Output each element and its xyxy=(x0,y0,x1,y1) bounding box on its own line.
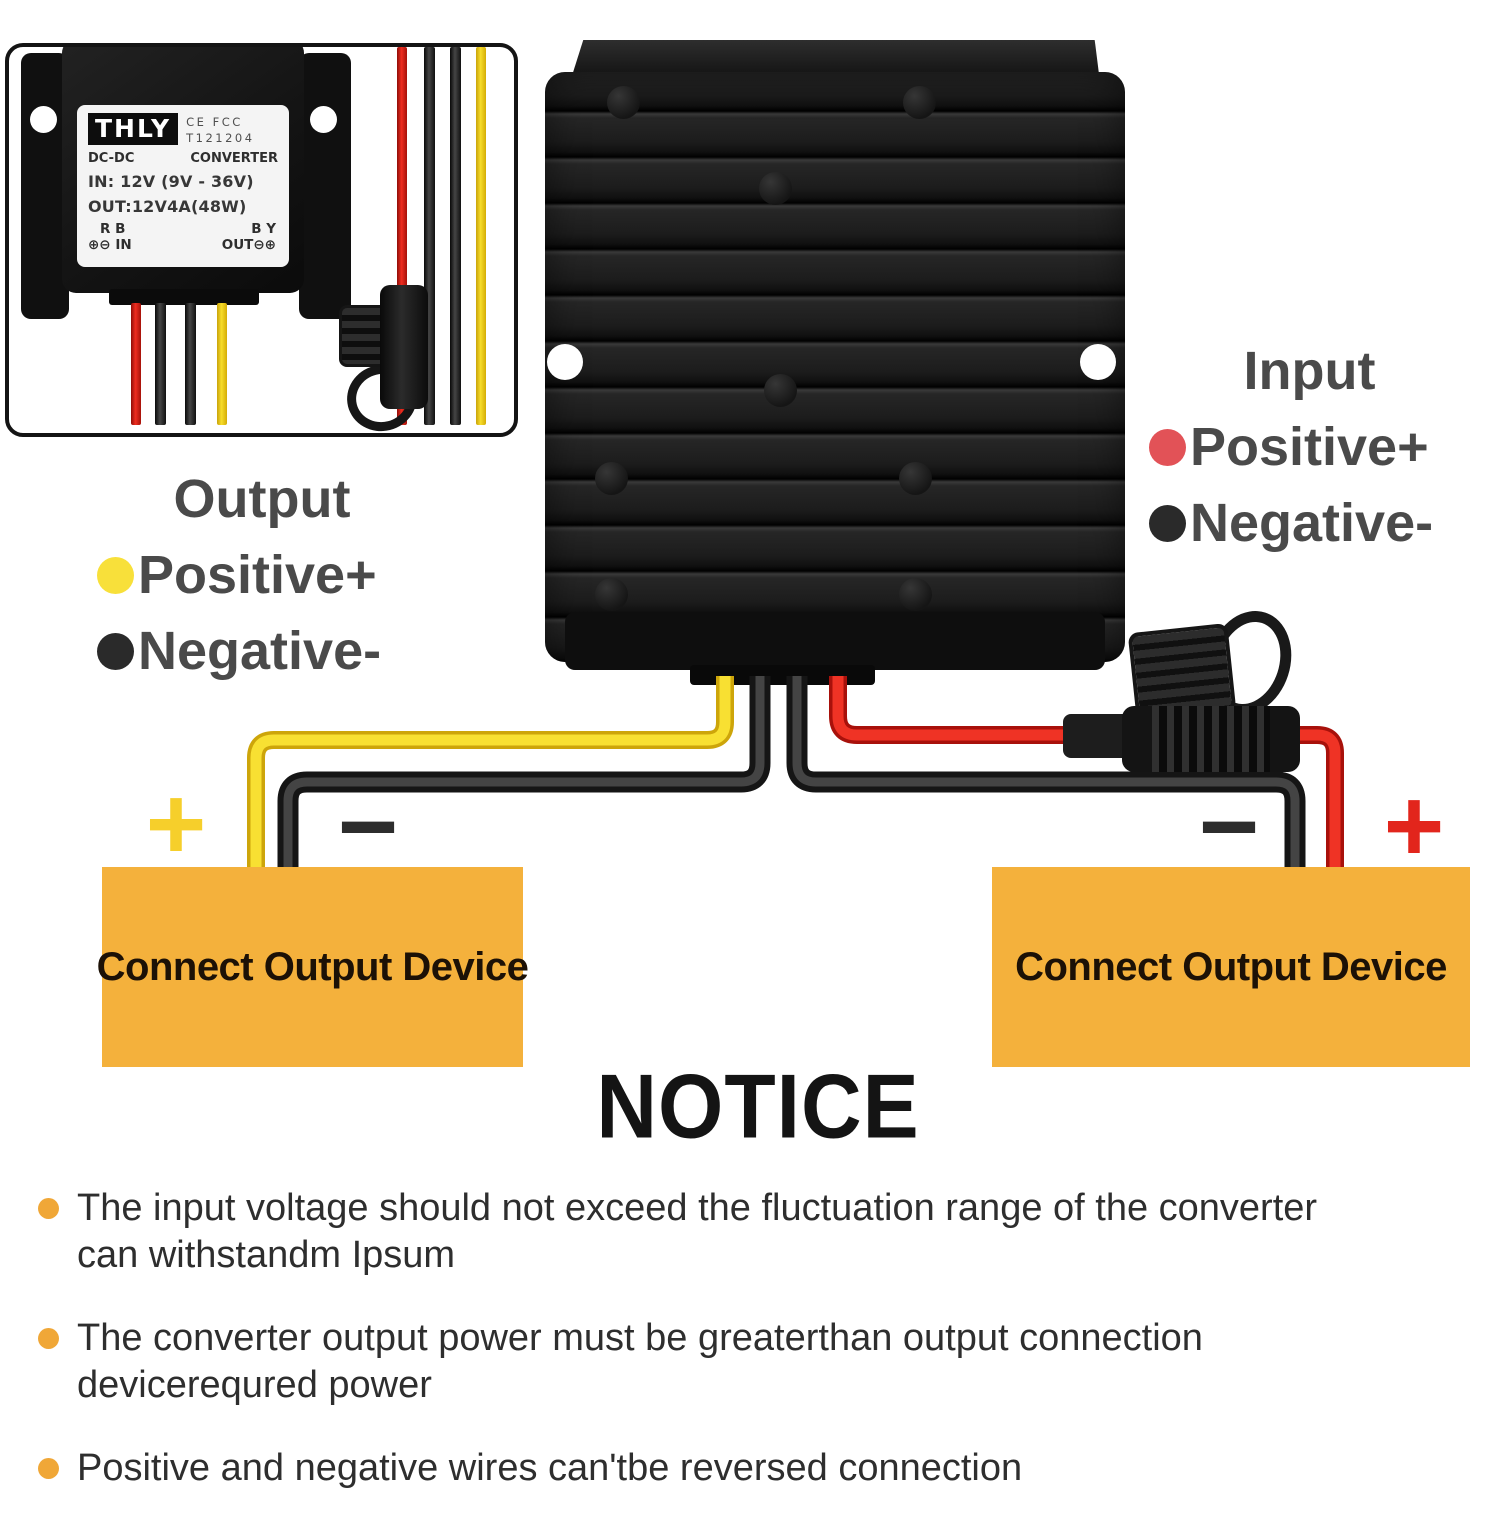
legend-item-output-positive: Positive+ xyxy=(97,544,427,606)
fuse-holder-ribs xyxy=(1152,706,1270,772)
bullet-dot-icon xyxy=(38,1328,59,1349)
mounting-hole-left xyxy=(547,344,583,380)
bullet-dot-icon xyxy=(38,1198,59,1219)
legend-item-input-negative: Negative- xyxy=(1149,492,1470,554)
black-dot-icon xyxy=(1149,504,1186,542)
input-plus-mark: + xyxy=(1383,768,1445,884)
output-polarity: OUT⊖⊕ xyxy=(221,237,276,254)
output-legend: Output Positive+ Negative- xyxy=(85,468,427,682)
device-type-right: CONVERTER xyxy=(190,151,278,167)
converter-photo-inset: THLY CE FCC T121204 DC-DC CONVERTER IN: … xyxy=(5,43,518,437)
inset-device-left-flange xyxy=(21,53,69,319)
screw xyxy=(903,86,936,119)
screw xyxy=(764,374,797,407)
input-minus-mark: − xyxy=(1198,769,1260,885)
output-pin-colors: B Y xyxy=(251,221,276,238)
screw xyxy=(899,462,932,495)
inset-vertical-red-wire xyxy=(397,47,407,425)
inset-device-right-flange xyxy=(299,53,351,319)
converter-bottom-cap xyxy=(565,612,1105,670)
input-legend: Input Positive+ Negative- xyxy=(1125,340,1470,554)
inset-black-wire-1 xyxy=(155,303,166,425)
mounting-hole-right xyxy=(1080,344,1116,380)
bullet-dot-icon xyxy=(38,1458,59,1479)
output-spec: OUT:12V4A(48W) xyxy=(88,197,247,217)
converter-unit xyxy=(545,40,1125,685)
output-plus-mark: + xyxy=(145,766,207,882)
input-spec: IN: 12V (9V - 36V) xyxy=(88,172,254,192)
device-type-left: DC-DC xyxy=(88,151,135,167)
screw xyxy=(759,172,792,205)
inset-spec-label: THLY CE FCC T121204 DC-DC CONVERTER IN: … xyxy=(77,105,289,267)
screw xyxy=(595,462,628,495)
converter-wire-gland xyxy=(690,665,875,685)
connect-output-device-box-right: Connect Output Device xyxy=(992,867,1470,1067)
inset-yellow-wire xyxy=(217,303,227,425)
screw xyxy=(607,86,640,119)
inset-red-wire xyxy=(131,303,141,425)
certification-text: CE FCC T121204 xyxy=(186,115,255,145)
red-dot-icon xyxy=(1149,428,1186,466)
notice-item: The converter output power must be great… xyxy=(38,1315,1478,1409)
inset-fuse-holder xyxy=(380,285,428,409)
inset-mounting-hole-left xyxy=(30,106,57,133)
screw xyxy=(899,578,932,611)
output-legend-title: Output xyxy=(173,469,351,529)
notice-item: Positive and negative wires can'tbe reve… xyxy=(38,1445,1478,1492)
yellow-dot-icon xyxy=(97,556,134,594)
black-dot-icon xyxy=(97,632,134,670)
inset-mounting-hole-right xyxy=(310,106,337,133)
notice-title: NOTICE xyxy=(596,1055,920,1157)
input-pin-colors: R B xyxy=(100,221,126,238)
notice-list: The input voltage should not exceed the … xyxy=(38,1185,1478,1492)
screw xyxy=(595,578,628,611)
input-legend-title: Input xyxy=(1243,341,1376,401)
output-positive-wire xyxy=(247,676,734,870)
inset-vertical-yellow-wire xyxy=(476,47,486,425)
inset-vertical-black-wire-2 xyxy=(450,47,461,425)
legend-item-output-negative: Negative- xyxy=(97,620,427,682)
notice-section: NOTICE The input voltage should not exce… xyxy=(38,1055,1478,1528)
output-positive-wire-highlight xyxy=(250,676,731,870)
inset-wire-gland xyxy=(109,289,259,305)
fuse-wire-sleeve xyxy=(1063,714,1133,758)
converter-heatsink-body xyxy=(545,72,1125,662)
brand-logo: THLY xyxy=(88,113,179,145)
notice-item: The input voltage should not exceed the … xyxy=(38,1185,1478,1279)
connect-output-device-box-left: Connect Output Device xyxy=(97,867,529,1067)
legend-item-input-positive: Positive+ xyxy=(1149,416,1470,478)
input-polarity: ⊕⊖ IN xyxy=(88,237,132,254)
inset-black-wire-2 xyxy=(185,303,196,425)
inset-vertical-black-wire-1 xyxy=(424,47,435,425)
output-minus-mark: − xyxy=(337,769,399,885)
